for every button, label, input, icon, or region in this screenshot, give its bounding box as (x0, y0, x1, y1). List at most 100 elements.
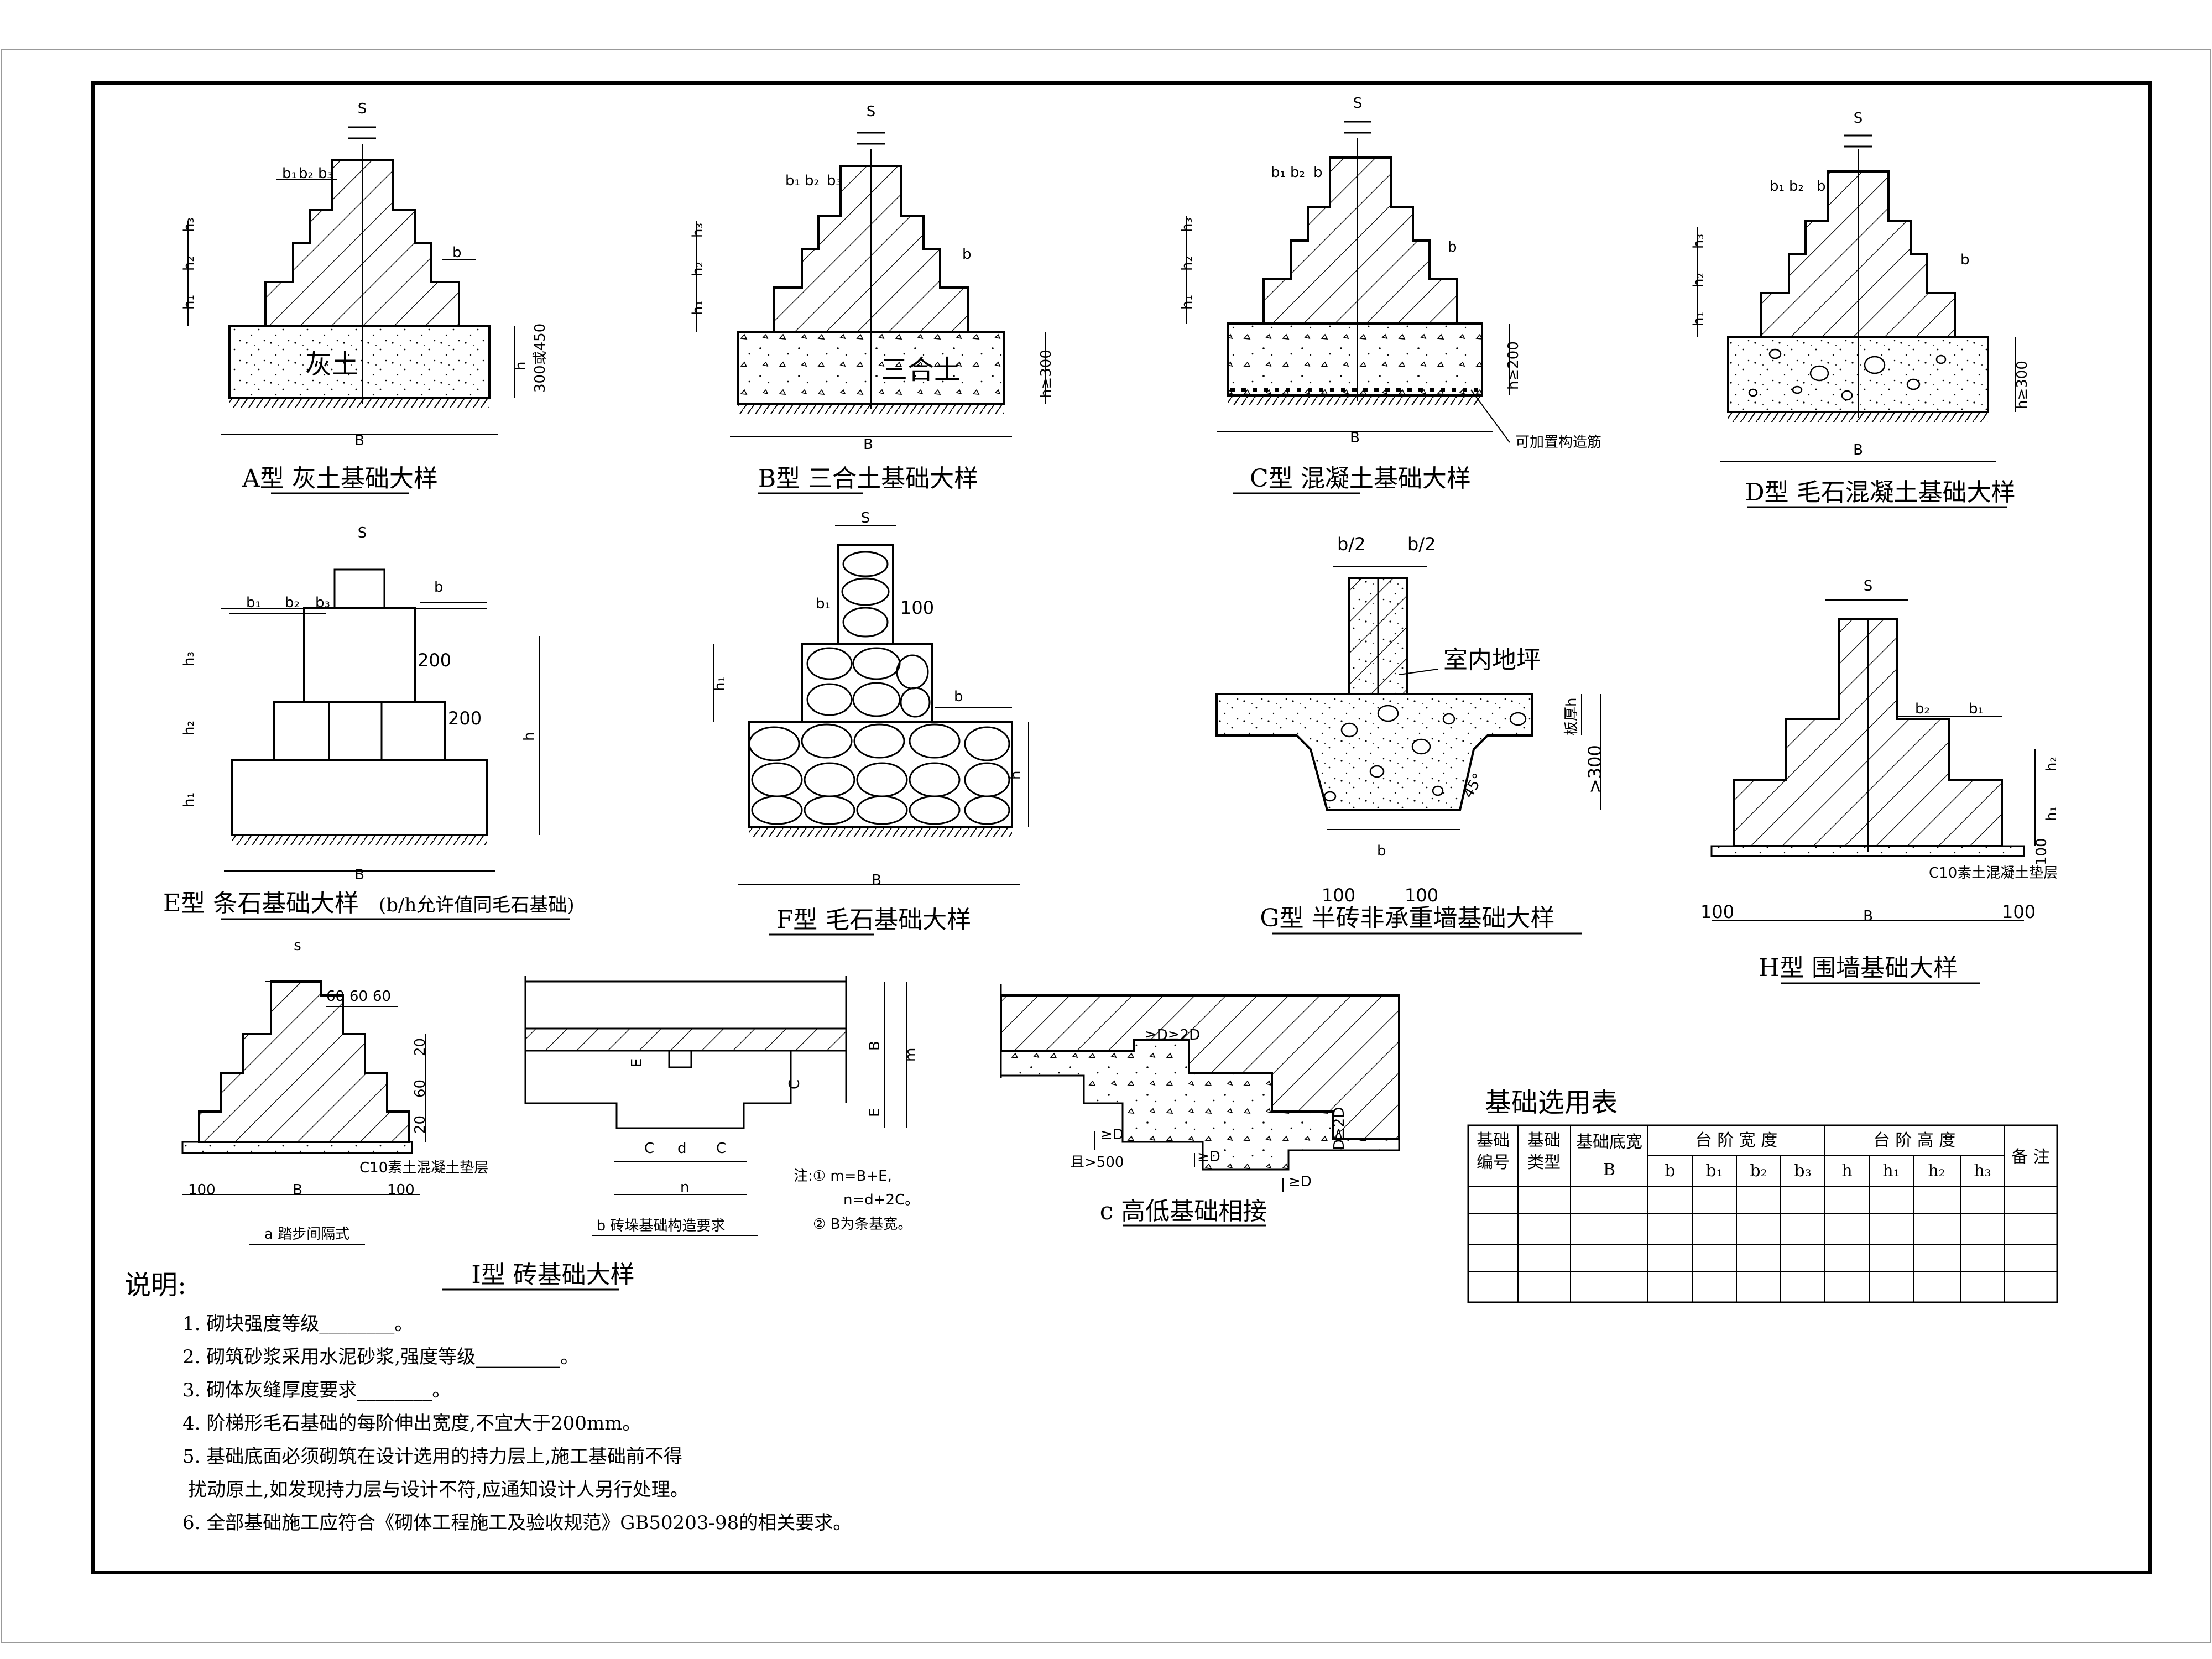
detail-g: b/2 b/2 室内地坪 板厚h >300 45° b 100 100 G型 半… (1215, 534, 1605, 935)
f-dim100: 100 (900, 597, 934, 618)
a-height-note: 300或450 (532, 324, 549, 393)
c-height-note: h≥200 (1505, 341, 1522, 390)
e-caption-note: (b/h允许值同毛石基础) (379, 894, 575, 916)
ia-60-2: 60 (349, 988, 368, 1005)
notes-title: 说明: (124, 1270, 186, 1301)
b-s-label: S (867, 103, 876, 120)
d-h2: h₂ (1691, 273, 1707, 288)
detail-d: S b₁ b₂ b h₃ h₂ h₁ b h≥300 B D型 毛石混凝土基础大… (1691, 110, 2031, 508)
e-dim200b: 200 (448, 708, 482, 729)
ib-c1: C (644, 1140, 654, 1157)
th-width-sub: B (1603, 1160, 1615, 1180)
h-b2: b₂ (1915, 701, 1930, 717)
g-half-right: b/2 (1407, 534, 1436, 555)
ia-h20a: 20 (412, 1038, 429, 1056)
a-h3: h₃ (181, 217, 197, 232)
b-b2: b₂ (805, 173, 820, 189)
detail-b: S b₁ b₂ b₃ h₃ h₂ h₁ b 三合土 h≥300 B B型 三合土… (690, 103, 1055, 494)
th-no-2: 编号 (1477, 1153, 1510, 1172)
ia-h60: 60 (412, 1079, 429, 1098)
ia-side2: 100 (387, 1182, 415, 1198)
c-step-b: b (1448, 239, 1457, 255)
f-b1: b₁ (816, 596, 831, 612)
ia-caption: a 踏步间隔式 (264, 1226, 349, 1243)
ib-note2: n=d+2C。 (843, 1192, 919, 1208)
th-no-1: 基础 (1477, 1131, 1510, 1150)
ia-s: s (294, 937, 301, 954)
note-1: 1. 砌块强度等级________。 (182, 1313, 413, 1335)
c-h2: h₂ (1179, 256, 1196, 271)
g-floor: 室内地坪 (1443, 646, 1541, 674)
th-h: h (1841, 1161, 1852, 1181)
c-width: B (1350, 430, 1360, 446)
e-h: h (521, 732, 538, 741)
a-b2: b₂ (299, 165, 314, 182)
f-caption: F型 毛石基础大样 (776, 906, 972, 934)
ic-ged2: ≥D (1197, 1149, 1220, 1165)
detail-i-c: ≥D≥2D D≥2D ≥D 且>500 ≥D ≥D c 高低基础相接 (1000, 984, 1400, 1227)
note-6: 6. 全部基础施工应符合《砌体工程施工及验收规范》GB50203-98的相关要求… (182, 1512, 852, 1534)
ia-cushion: C10素土混凝土垫层 (359, 1160, 488, 1176)
detail-h: S b₂ b₁ h₂ h₁ 100 C10素土混凝土垫层 100 100 B H… (1700, 578, 2060, 984)
th-step-width: 台 阶 宽 度 (1695, 1131, 1778, 1150)
d-b: b (1817, 178, 1826, 195)
detail-f: S b₁ 100 h₁ b h B F型 毛石基础大样 (712, 510, 1029, 936)
th-h1: h₁ (1882, 1161, 1900, 1181)
b-h3: h₃ (690, 223, 706, 238)
th-type-1: 基础 (1527, 1131, 1561, 1150)
ib-c2: C (716, 1140, 726, 1157)
th-type-2: 类型 (1527, 1153, 1561, 1172)
selection-table: 基础选用表 基础 编号 基础 类型 基础底宽 B 台 阶 宽 度 台 阶 高 度… (1467, 1087, 2058, 1303)
f-b: b (954, 688, 963, 705)
a-b3: b₃ (318, 165, 333, 182)
th-h3: h₃ (1974, 1161, 1991, 1181)
b-b3: b₃ (827, 173, 842, 189)
e-b3: b₃ (315, 594, 330, 611)
f-s-label: S (861, 510, 870, 526)
ib-note3: ② B为条基宽。 (813, 1216, 912, 1233)
a-caption: A型 灰土基础大样 (242, 465, 438, 493)
b-height-note: h≥300 (1038, 349, 1055, 398)
a-b1: b₁ (282, 165, 297, 182)
b-b1: b₁ (785, 173, 800, 189)
b-material: 三合土 (881, 354, 961, 385)
h-cushion: C10素土混凝土垫层 (1929, 865, 2058, 881)
th-h2: h₂ (1928, 1161, 1945, 1181)
b-b: b (962, 246, 972, 263)
detail-a: S b₁ b₂ b₃ h₃ h₂ h₁ b 灰土 h 300或450 B A型 … (181, 101, 549, 494)
e-b1: b₁ (246, 594, 261, 611)
a-material: 灰土 (305, 349, 358, 380)
a-s-label: S (358, 101, 367, 117)
notes: 说明: 1. 砌块强度等级________。 2. 砌筑砂浆采用水泥砂浆,强度等… (124, 1270, 852, 1534)
e-caption: E型 条石基础大样 (163, 889, 359, 917)
g-half-left: b/2 (1337, 534, 1365, 555)
b-caption: B型 三合土基础大样 (758, 465, 978, 493)
note-3: 3. 砌体灰缝厚度要求________。 (182, 1379, 451, 1401)
ib-e2: E (867, 1108, 883, 1117)
ib-e1: E (629, 1058, 645, 1067)
note-2: 2. 砌筑砂浆采用水泥砂浆,强度等级_________。 (182, 1346, 579, 1368)
d-caption: D型 毛石混凝土基础大样 (1745, 478, 2015, 507)
detail-i-a: s 60 60 60 20 60 20 C10素土混凝土垫层 100 100 B… (181, 937, 488, 1245)
f-h: h (1008, 771, 1024, 780)
ib-b: B (867, 1041, 883, 1051)
g-d1: 100 (1322, 885, 1355, 906)
d-width: B (1853, 442, 1863, 458)
h-d1: 100 (1700, 901, 1734, 922)
ic-caption: c 高低基础相接 (1100, 1197, 1267, 1225)
e-h1: h₁ (181, 792, 197, 807)
outer-frame (1, 49, 2211, 1643)
th-b2: b₂ (1750, 1161, 1767, 1181)
b-h2: h₂ (690, 262, 706, 276)
d-b2: b₂ (1789, 178, 1804, 195)
c-caption: C型 混凝土基础大样 (1250, 465, 1471, 493)
th-b3: b₃ (1794, 1161, 1811, 1181)
g-d2: 100 (1405, 885, 1438, 906)
f-width: B (872, 872, 881, 889)
c-s-label: S (1353, 95, 1363, 112)
ia-h20b: 20 (412, 1115, 429, 1134)
a-h1: h₁ (181, 295, 197, 310)
ia-60-3: 60 (373, 988, 391, 1005)
d-b1: b₁ (1770, 178, 1785, 195)
